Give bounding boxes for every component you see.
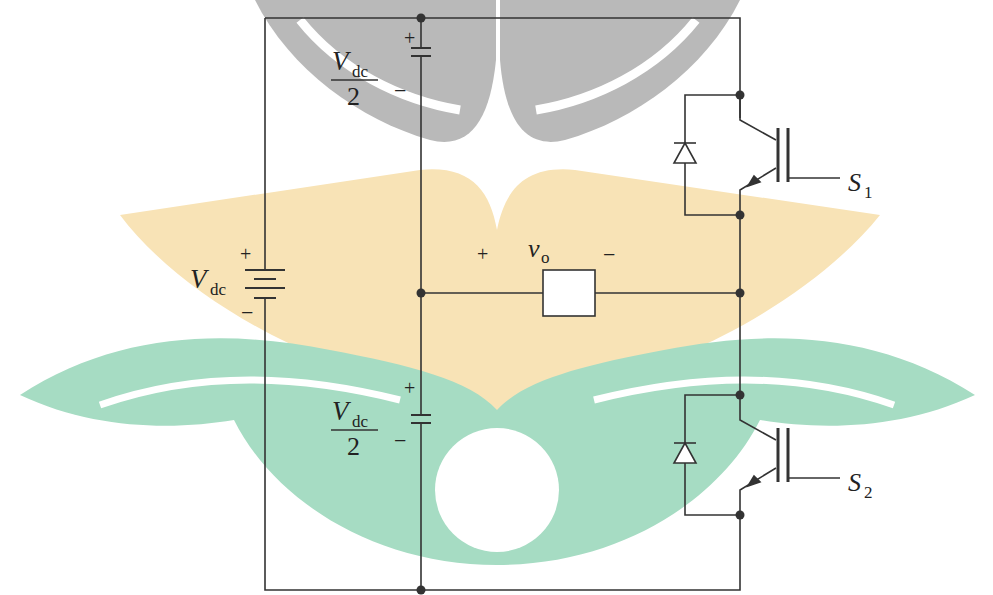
polarity-sign: −: [394, 80, 406, 102]
polarity-sign: +: [477, 244, 488, 264]
wires: [265, 18, 740, 590]
voltage-symbol: V: [190, 266, 207, 293]
polarity-sign: −: [394, 430, 406, 452]
polarity-sign: +: [240, 244, 251, 264]
igbt-switch: [674, 95, 840, 515]
subscript: 1: [864, 184, 873, 201]
polarity-sign: +: [404, 28, 415, 48]
polarity-sign: +: [404, 378, 415, 398]
subscript: o: [541, 249, 550, 266]
subscript: dc: [210, 281, 226, 298]
voltage-symbol: V: [332, 398, 349, 425]
switch-name: S: [848, 470, 861, 496]
voltage-symbol: V: [332, 48, 349, 75]
fraction-denominator: 2: [347, 434, 360, 460]
junction-dot: [417, 14, 745, 595]
subscript: dc: [352, 413, 368, 430]
voltage-symbol: v: [528, 236, 540, 262]
polarity-sign: −: [241, 302, 253, 324]
fraction-bar: [331, 80, 378, 430]
subscript: dc: [352, 63, 368, 80]
polarity-sign: −: [603, 244, 615, 266]
fraction-denominator: 2: [347, 84, 360, 110]
subscript: 2: [864, 484, 873, 501]
load-box: [543, 270, 595, 316]
battery-symbol: [245, 270, 285, 298]
watermark: [20, 0, 975, 565]
capacitor-symbol: [411, 48, 431, 423]
switch-name: S: [848, 170, 861, 196]
